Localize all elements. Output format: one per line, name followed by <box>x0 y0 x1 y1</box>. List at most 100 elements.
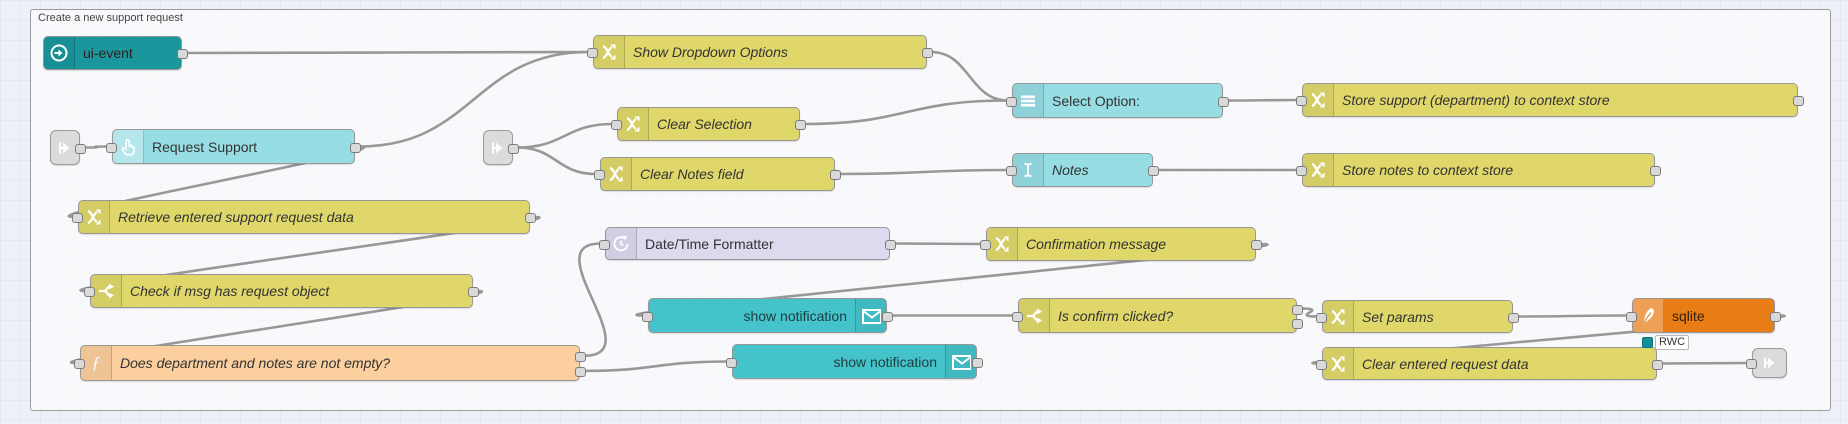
output-port[interactable] <box>350 142 361 153</box>
node-label: Retrieve entered support request data <box>118 209 354 225</box>
node-retrieve[interactable]: Retrieve entered support request data <box>72 200 536 234</box>
timer-icon <box>606 228 637 259</box>
input-port[interactable] <box>587 48 598 58</box>
input-port[interactable] <box>1296 96 1307 106</box>
input-port[interactable] <box>1316 312 1327 323</box>
output-port[interactable] <box>795 120 806 130</box>
shuffle-icon <box>1323 301 1354 332</box>
output-port[interactable] <box>575 351 586 362</box>
node-label: sqlite <box>1672 307 1705 324</box>
node-label: show notification <box>833 353 937 370</box>
node-label: Show Dropdown Options <box>633 44 788 60</box>
input-port[interactable] <box>1746 359 1757 369</box>
node-label: Store notes to context store <box>1342 162 1514 178</box>
node-show-notif-2[interactable]: show notification <box>726 344 983 379</box>
node-show-dropdown[interactable]: Show Dropdown Options <box>587 35 933 69</box>
output-port[interactable] <box>1218 96 1229 107</box>
node-request-support[interactable]: Request Support <box>106 129 361 164</box>
shuffle-icon <box>618 108 649 140</box>
shuffle-icon <box>1323 348 1354 379</box>
node-store-support[interactable]: Store support (department) to context st… <box>1296 83 1804 117</box>
envelope-icon <box>945 345 976 378</box>
output-port[interactable] <box>1650 166 1661 176</box>
shuffle-icon <box>594 36 625 68</box>
node-notes[interactable]: Notes <box>1006 153 1159 187</box>
svg-text:ƒ: ƒ <box>92 353 101 372</box>
output-port[interactable] <box>1508 312 1519 323</box>
node-sqlite[interactable]: sqlite <box>1626 298 1781 333</box>
node-label: Check if msg has request object <box>130 283 330 299</box>
input-port[interactable] <box>726 357 737 368</box>
output-port[interactable] <box>75 143 86 154</box>
output-port[interactable] <box>1251 240 1262 250</box>
shuffle-icon <box>601 158 632 190</box>
output-port[interactable] <box>1770 311 1781 322</box>
node-label: Clear entered request data <box>1362 355 1529 372</box>
envelope-icon <box>855 299 886 332</box>
node-link-in-2[interactable] <box>483 130 519 165</box>
input-port[interactable] <box>72 213 83 223</box>
shuffle-icon <box>1303 84 1334 116</box>
node-show-notif-1[interactable]: show notification <box>642 298 893 333</box>
shuffle-icon <box>1303 154 1334 186</box>
output-port[interactable] <box>508 143 519 154</box>
node-link-in-1[interactable] <box>50 130 86 165</box>
input-port[interactable] <box>106 142 117 153</box>
input-port[interactable] <box>1626 311 1637 322</box>
node-clear-selection[interactable]: Clear Selection <box>611 107 806 141</box>
node-label: ui-event <box>83 45 133 61</box>
input-port[interactable] <box>84 287 95 297</box>
sqlite-status-badge: RWC <box>1642 335 1690 350</box>
node-label: show notification <box>743 307 847 324</box>
node-set-params[interactable]: Set params <box>1316 300 1519 333</box>
input-port[interactable] <box>1316 359 1327 370</box>
input-port[interactable] <box>1006 166 1017 176</box>
output-port[interactable] <box>1793 96 1804 106</box>
node-datetime[interactable]: Date/Time Formatter <box>599 227 896 260</box>
node-ui-event[interactable]: ui-event <box>43 36 188 70</box>
input-port[interactable] <box>611 120 622 130</box>
input-port[interactable] <box>599 239 610 250</box>
node-check-msg[interactable]: Check if msg has request object <box>84 274 479 308</box>
node-confirmation[interactable]: Confirmation message <box>980 227 1262 261</box>
input-port[interactable] <box>1012 311 1023 322</box>
output-port[interactable] <box>1148 166 1159 176</box>
node-is-confirm[interactable]: Is confirm clicked? <box>1012 298 1303 333</box>
circle-arrow-icon <box>44 37 75 69</box>
function-icon: ƒ <box>81 346 112 380</box>
input-port[interactable] <box>74 359 85 369</box>
node-store-notes[interactable]: Store notes to context store <box>1296 153 1661 187</box>
input-port[interactable] <box>594 170 605 180</box>
node-label: Set params <box>1362 308 1434 325</box>
output-port[interactable] <box>177 49 188 59</box>
node-select-option[interactable]: Select Option: <box>1006 83 1229 118</box>
node-clear-entered[interactable]: Clear entered request data <box>1316 347 1663 380</box>
output-port[interactable] <box>468 287 479 297</box>
output-port[interactable] <box>882 311 893 322</box>
output-port[interactable] <box>972 357 983 368</box>
output-port[interactable] <box>525 213 536 223</box>
node-label: Store support (department) to context st… <box>1342 92 1610 108</box>
output-port[interactable] <box>830 170 841 180</box>
input-port[interactable] <box>980 240 991 250</box>
input-port[interactable] <box>1296 166 1307 176</box>
output-port[interactable] <box>922 48 933 58</box>
node-function-check[interactable]: ƒ Does department and notes are not empty… <box>74 345 586 381</box>
node-label: Request Support <box>152 138 258 155</box>
input-port[interactable] <box>642 311 653 322</box>
feather-icon <box>1633 299 1664 332</box>
output-port[interactable] <box>1652 359 1663 370</box>
node-label: Notes <box>1052 162 1089 178</box>
output-port[interactable] <box>1292 319 1303 330</box>
node-label: Does department and notes are not empty? <box>120 355 391 371</box>
output-port[interactable] <box>575 366 586 377</box>
node-clear-notes[interactable]: Clear Notes field <box>594 157 841 191</box>
hand-pointer-icon <box>113 130 144 163</box>
link-arrow-icon <box>488 138 508 158</box>
output-port[interactable] <box>885 239 896 250</box>
node-link-out-1[interactable] <box>1746 348 1787 378</box>
output-port[interactable] <box>1292 304 1303 315</box>
ibeam-cursor-icon <box>1013 154 1044 186</box>
input-port[interactable] <box>1006 96 1017 107</box>
